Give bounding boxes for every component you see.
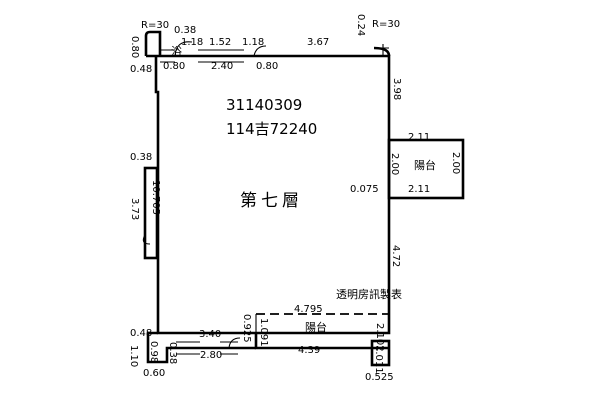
- dim-200-a: 2.00: [389, 153, 400, 175]
- parcel-number: 31140309: [226, 96, 302, 114]
- dim-240: 2.40: [211, 61, 233, 72]
- top-right-corner: [373, 46, 391, 57]
- dim-048-top: 0.48: [130, 64, 152, 75]
- lower-balcony-label: 陽台: [305, 320, 327, 334]
- dim-r-top-left: R=30: [141, 20, 169, 31]
- dim-0525: 0.525: [365, 372, 394, 383]
- dim-118-a: 1.18: [181, 37, 203, 48]
- left-mid-window: [143, 166, 159, 260]
- dim-r-top-right: R=30: [372, 19, 400, 30]
- dim-080-c: 0.80: [256, 61, 278, 72]
- dim-1091: 1.091: [258, 318, 269, 347]
- dim-200-b: 2.00: [450, 152, 461, 174]
- dim-211-bottom: 2.11: [408, 184, 430, 195]
- top-window-segment: [160, 49, 244, 63]
- dim-211-top: 2.11: [408, 132, 430, 143]
- right-balcony-box: [387, 138, 465, 200]
- upper-right-jog: [382, 44, 389, 56]
- left-mid-door-swing: [142, 234, 151, 245]
- dim-0075: 0.075: [350, 184, 379, 195]
- dim-367: 3.67: [307, 37, 329, 48]
- dim-110: 1.10: [128, 345, 139, 367]
- lower-right-bump: [370, 339, 391, 367]
- top-door-swing: [174, 41, 267, 57]
- dim-10705: 10.705: [150, 180, 161, 215]
- dim-340: 3.40: [199, 329, 221, 340]
- dim-060: 0.60: [143, 368, 165, 379]
- dim-152: 1.52: [209, 37, 231, 48]
- dim-098: 0.98: [148, 341, 159, 363]
- dim-0925: 0.925: [241, 314, 252, 343]
- dim-398: 3.98: [391, 78, 402, 100]
- dim-439: 4.39: [298, 345, 320, 356]
- dim-4795: 4.795: [294, 304, 323, 315]
- dim-472: 4.72: [390, 245, 401, 267]
- dim-118-b: 1.18: [242, 37, 264, 48]
- bath-label-top: 浴: [171, 45, 182, 58]
- dim-373: 3.73: [129, 198, 140, 220]
- dim-080-left: 0.80: [129, 36, 140, 58]
- building-number: 114吉72240: [226, 120, 317, 138]
- lower-left-bump: [146, 331, 256, 364]
- dim-080-b: 0.80: [163, 61, 185, 72]
- dim-048-bottom: 0.48: [130, 328, 152, 339]
- dim-2102: 2.102: [374, 323, 385, 352]
- floor-label: 第七層: [240, 191, 303, 211]
- dim-1011: 1.011: [373, 345, 384, 374]
- dim-024: 0.24: [355, 14, 366, 36]
- lower-door-swing: [228, 337, 241, 349]
- right-balcony-label: 陽台: [414, 158, 436, 172]
- dim-038-bottom: 0.38: [167, 342, 178, 364]
- watermark-text: 透明房訊製表: [336, 287, 402, 301]
- top-left-corner-box: [144, 30, 162, 56]
- dim-280: 2.80: [200, 350, 222, 361]
- lower-balcony-bottom-wall: [254, 333, 389, 350]
- dim-038-left: 0.38: [130, 152, 152, 163]
- dim-038-top: 0.38: [174, 25, 196, 36]
- lower-left-window: [176, 341, 238, 355]
